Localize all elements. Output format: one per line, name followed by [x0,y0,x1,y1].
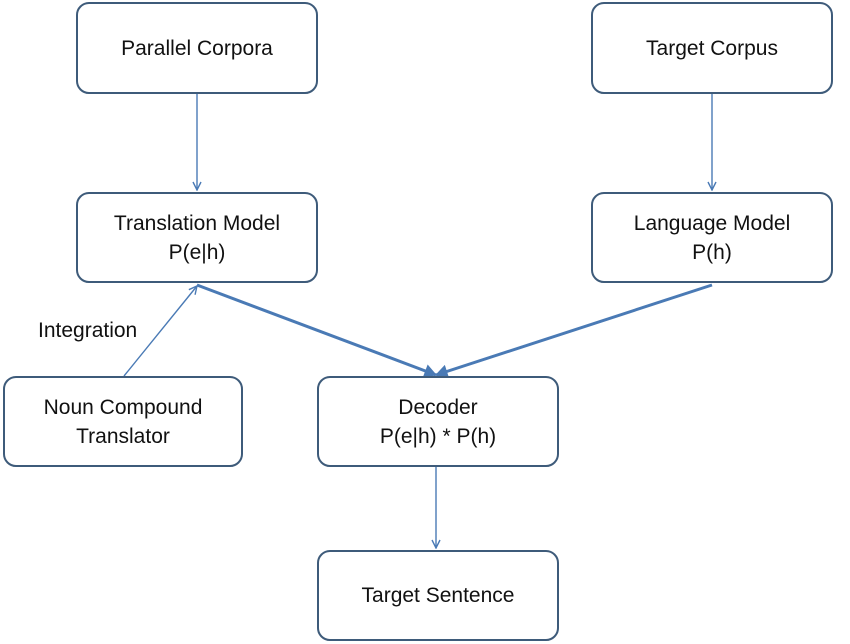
language-model-box: Language Model P(h) [591,192,833,283]
noun-compound-translator-label-line2: Translator [76,424,170,448]
decoder-formula: P(e|h) * P(h) [379,424,497,448]
target-sentence-label: Target Sentence [361,584,515,607]
translation-model-formula: P(e|h) [168,240,226,264]
target-sentence-box: Target Sentence [317,550,559,641]
language-model-label: Language Model [633,211,791,235]
decoder-label: Decoder [398,395,478,419]
parallel-corpora-label: Parallel Corpora [121,36,273,60]
noun-compound-translator-label-line1: Noun Compound [43,395,203,419]
parallel-corpora-box: Parallel Corpora [76,2,318,94]
translation-model-label: Translation Model [113,211,281,235]
arrow-translation-to-decoder [196,283,437,378]
translation-model-box: Translation Model P(e|h) [76,192,318,283]
integration-label: Integration [38,319,138,342]
language-model-formula: P(h) [692,240,732,264]
noun-compound-translator-box: Noun Compound Translator [3,376,243,467]
target-corpus-box: Target Corpus [591,2,833,94]
arrow-language-to-decoder [435,283,713,378]
target-corpus-label: Target Corpus [646,36,778,60]
arrow-noun-to-translation [123,286,197,377]
decoder-box: Decoder P(e|h) * P(h) [317,376,559,467]
